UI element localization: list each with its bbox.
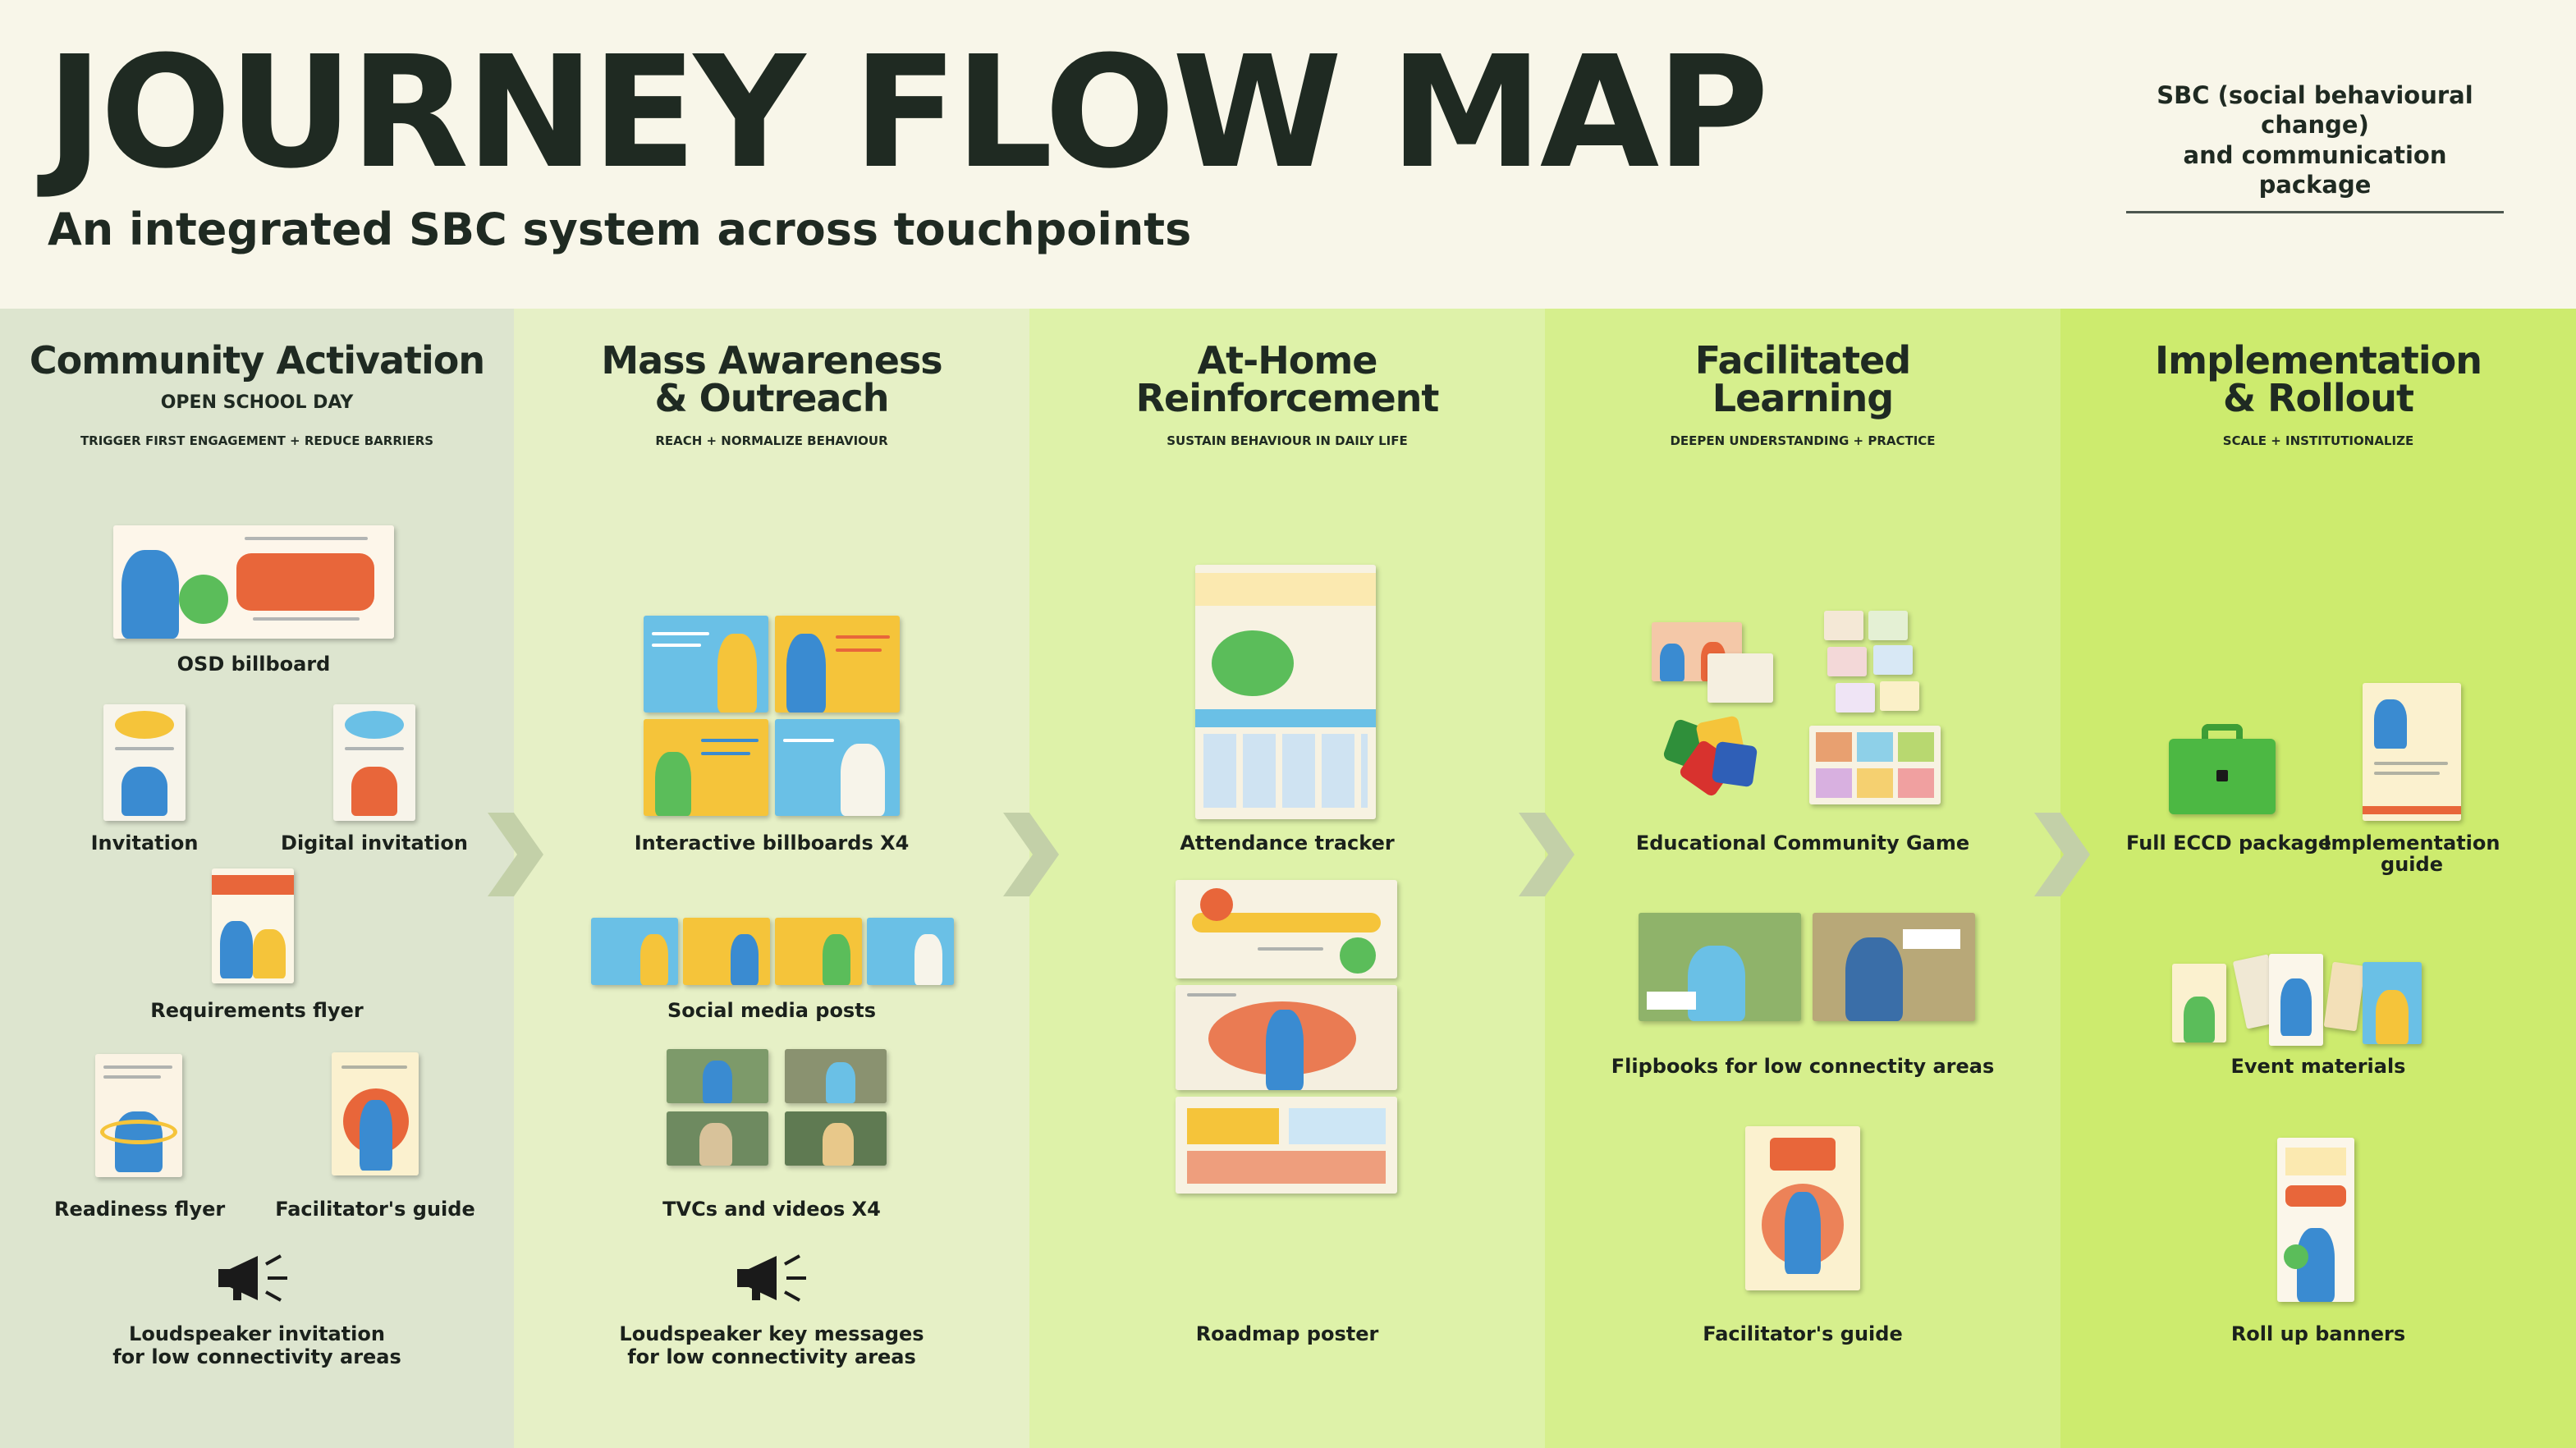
requirements-flyer-image [212, 868, 294, 983]
label-osd-billboard: OSD billboard [176, 653, 331, 676]
label-loudspeaker-invitation-2: for low connectivity areas [112, 1345, 401, 1368]
tvc-video-image-3 [667, 1111, 768, 1166]
stage-at-home-reinforcement: At-Home Reinforcement SUSTAIN BEHAVIOUR … [1029, 309, 1545, 1448]
interactive-billboard-image-3 [644, 719, 768, 816]
page-title: JOURNEY FLOW MAP [46, 23, 1769, 203]
label-interactive-billboards: Interactive billboards X4 [634, 832, 910, 855]
chevron-right-icon [1519, 813, 1574, 896]
label-social-media-posts: Social media posts [667, 999, 876, 1022]
facilitators-guide-image [332, 1052, 419, 1175]
game-tiles-image-1 [1824, 611, 1863, 640]
label-implementation-guide-2: guide [2381, 853, 2443, 876]
event-material-image-4 [2323, 961, 2366, 1032]
chevron-right-icon [488, 813, 543, 896]
stage-community-activation: Community Activation OPEN SCHOOL DAY TRI… [0, 309, 514, 1448]
game-tiles-image-4 [1873, 645, 1913, 675]
package-label: SBC (social behavioural change) and comm… [2126, 80, 2504, 213]
label-educational-community-game: Educational Community Game [1635, 832, 1970, 855]
stage-goal: TRIGGER FIRST ENGAGEMENT + REDUCE BARRIE… [80, 433, 434, 448]
stage-columns: Community Activation OPEN SCHOOL DAY TRI… [0, 309, 2576, 1448]
social-media-post-image-1 [591, 918, 678, 985]
header: JOURNEY FLOW MAP An integrated SBC syste… [0, 0, 2576, 309]
interactive-billboard-image-2 [775, 616, 900, 713]
game-tiles-image-3 [1827, 647, 1867, 676]
stage-goal: DEEPEN UNDERSTANDING + PRACTICE [1670, 433, 1936, 448]
label-digital-invitation: Digital invitation [281, 832, 468, 855]
facilitators-guide-image [1745, 1126, 1860, 1290]
readiness-flyer-image [95, 1054, 182, 1177]
label-loudspeaker-messages-1: Loudspeaker key messages [619, 1322, 924, 1345]
bean-bags-image [1662, 715, 1758, 799]
implementation-guide-image [2363, 683, 2461, 821]
label-readiness-flyer: Readiness flyer [54, 1198, 226, 1221]
label-loudspeaker-invitation-1: Loudspeaker invitation [129, 1322, 385, 1345]
megaphone-icon [737, 1254, 806, 1302]
chevron-right-icon [2034, 813, 2090, 896]
social-media-post-image-3 [775, 918, 862, 985]
game-tiles-image-6 [1880, 681, 1919, 711]
label-roll-up-banners: Roll up banners [2230, 1322, 2406, 1345]
stage-title: Implementation & Rollout [2155, 338, 2482, 420]
flipbook-image-2 [1813, 913, 1975, 1021]
game-board-image [1809, 726, 1941, 804]
stage-goal: SUSTAIN BEHAVIOUR IN DAILY LIFE [1167, 433, 1408, 448]
eccd-package-image [2169, 724, 2276, 814]
stage-title: Community Activation [29, 338, 485, 383]
stage-title: Facilitated Learning [1694, 338, 1911, 420]
stage-mass-awareness: Mass Awareness & Outreach REACH + NORMAL… [514, 309, 1029, 1448]
game-tiles-image-5 [1836, 683, 1875, 713]
osd-billboard-image [113, 525, 394, 639]
stage-facilitated-learning: Facilitated Learning DEEPEN UNDERSTANDIN… [1545, 309, 2060, 1448]
event-material-image-3 [2269, 954, 2323, 1046]
label-facilitators-guide: Facilitator's guide [1703, 1322, 1903, 1345]
package-line-1: SBC (social behavioural change) [2157, 81, 2473, 140]
label-facilitators-guide: Facilitator's guide [275, 1198, 475, 1221]
label-attendance-tracker: Attendance tracker [1180, 832, 1395, 855]
event-material-image-5 [2363, 962, 2422, 1044]
interactive-billboard-image-4 [775, 719, 900, 816]
label-flipbooks: Flipbooks for low connectity areas [1611, 1055, 1995, 1078]
package-line-2: and communication package [2183, 140, 2447, 199]
roadmap-poster-image-2 [1176, 985, 1397, 1090]
attendance-tracker-image [1195, 565, 1376, 819]
label-invitation: Invitation [90, 832, 199, 855]
stage-goal: REACH + NORMALIZE BEHAVIOUR [655, 433, 888, 448]
social-media-post-image-2 [683, 918, 770, 985]
tvc-video-image-2 [785, 1049, 887, 1103]
digital-invitation-image [333, 704, 415, 821]
label-implementation-guide-1: Implementation [2323, 832, 2500, 855]
label-requirements-flyer: Requirements flyer [150, 999, 364, 1022]
chevron-right-icon [1003, 813, 1059, 896]
label-full-eccd-package: Full ECCD package [2126, 832, 2332, 855]
roadmap-poster-image-1 [1176, 880, 1397, 978]
label-loudspeaker-messages-2: for low connectivity areas [627, 1345, 916, 1368]
event-material-image-1 [2172, 964, 2226, 1042]
page-subtitle: An integrated SBC system across touchpoi… [48, 204, 1192, 255]
invitation-image [103, 704, 186, 821]
stage-title: Mass Awareness & Outreach [601, 338, 942, 420]
social-media-post-image-4 [867, 918, 954, 985]
stage-subtitle: OPEN SCHOOL DAY [160, 392, 354, 413]
game-card-stack-image [1707, 653, 1773, 703]
stage-goal: SCALE + INSTITUTIONALIZE [2222, 433, 2414, 448]
flipbook-image-1 [1639, 913, 1801, 1021]
interactive-billboard-image-1 [644, 616, 768, 713]
roadmap-poster-image-3 [1176, 1097, 1397, 1194]
label-tvcs-videos: TVCs and videos X4 [662, 1198, 881, 1221]
tvc-video-image-1 [667, 1049, 768, 1103]
stage-implementation-rollout: Implementation & Rollout SCALE + INSTITU… [2060, 309, 2576, 1448]
label-roadmap-poster: Roadmap poster [1195, 1322, 1379, 1345]
megaphone-icon [218, 1254, 287, 1302]
roll-up-banner-image [2277, 1138, 2354, 1302]
stage-title: At-Home Reinforcement [1135, 338, 1440, 420]
game-tiles-image-2 [1868, 611, 1908, 640]
label-event-materials: Event materials [2230, 1055, 2406, 1078]
tvc-video-image-4 [785, 1111, 887, 1166]
